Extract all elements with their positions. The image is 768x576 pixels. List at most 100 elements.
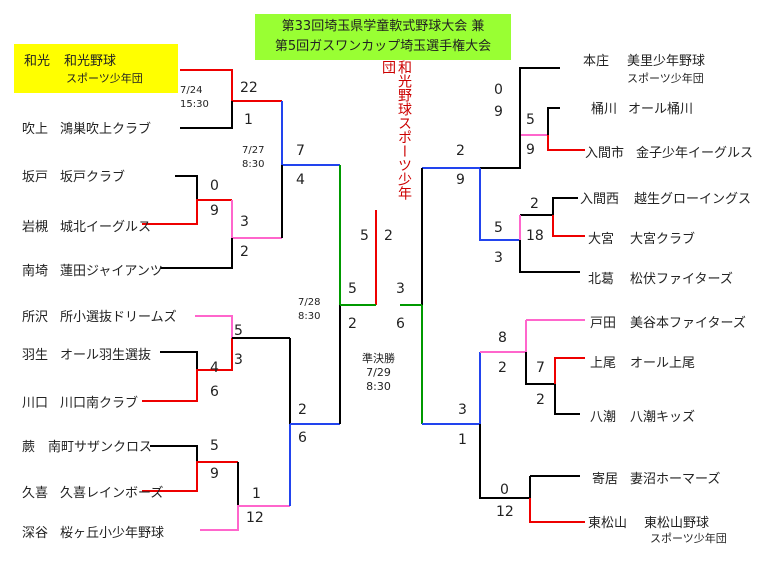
right-area-10: 寄居 [592, 472, 619, 487]
score: 2 [456, 143, 465, 159]
score: 2 [536, 392, 545, 408]
left-team-1-line2: スポーツ少年団 [66, 72, 143, 85]
tournament-title: 第33回埼玉県学童軟式野球大会 兼 第5回ガスワンカップ埼玉選手権大会 [255, 14, 511, 60]
score: 9 [210, 466, 219, 482]
score: 2 [498, 360, 507, 376]
score: 12 [246, 510, 264, 526]
left-area-7: 羽生 [22, 348, 49, 363]
winner-label: 和光野球スポーツ少年団 [380, 60, 412, 200]
left-team-6: 所小選抜ドリームズ [60, 310, 177, 325]
score: 0 [210, 178, 219, 194]
right-team-8: オール上尾 [630, 356, 696, 371]
right-team-6: 松伏ファイターズ [630, 272, 733, 287]
score: 3 [234, 352, 243, 368]
left-area-4: 岩槻 [22, 220, 49, 235]
score: 12 [496, 504, 514, 520]
left-area-5: 南埼 [22, 264, 49, 279]
score: 0 [494, 82, 503, 98]
right-team-9: 八潮キッズ [630, 410, 696, 425]
left-area-9: 蕨 [22, 440, 36, 455]
score: 3 [396, 281, 405, 297]
score: 2 [240, 244, 249, 260]
score: 1 [252, 486, 261, 502]
right-team-3: 金子少年イーグルス [636, 146, 754, 161]
left-area-10: 久喜 [22, 486, 49, 501]
score: 1 [244, 112, 253, 128]
score: 7 [536, 360, 545, 376]
score: 3 [458, 402, 467, 418]
right-area-3: 入間市 [585, 146, 625, 161]
left-team-8: 川口南クラブ [60, 396, 139, 411]
left-area-8: 川口 [22, 396, 49, 411]
left-area-1: 和光 [24, 54, 51, 69]
right-area-11: 東松山 [588, 516, 628, 531]
score: 5 [234, 323, 243, 339]
right-team-7: 美谷本ファイターズ [630, 316, 746, 331]
right-team-2: オール桶川 [628, 102, 694, 117]
winner-highlight [14, 44, 178, 93]
score: 6 [396, 316, 405, 332]
right-team-5: 大宮クラブ [630, 232, 696, 247]
score: 0 [500, 482, 509, 498]
left-team-1: 和光野球 [64, 54, 117, 69]
score: 5 [494, 220, 503, 236]
right-area-4: 入間西 [580, 192, 620, 207]
right-team-1: 美里少年野球 [627, 54, 706, 69]
right-team-1-line2: スポーツ少年団 [627, 72, 704, 85]
right-team-11-line2: スポーツ少年団 [650, 532, 727, 545]
left-team-7: オール羽生選抜 [60, 348, 152, 363]
left-area-3: 坂戸 [22, 170, 49, 185]
score: 4 [296, 172, 305, 188]
score: 6 [210, 384, 219, 400]
score: 2 [530, 196, 539, 212]
title-line2: 第5回ガスワンカップ埼玉選手権大会 [274, 39, 492, 54]
left-team-9: 南町サザンクロス [48, 440, 153, 455]
score: 9 [456, 172, 465, 188]
score: 5 [348, 281, 357, 297]
score: 5 [210, 438, 219, 454]
score: 6 [298, 430, 307, 446]
score: 1 [458, 432, 467, 448]
score: 9 [210, 203, 219, 219]
right-team-10: 妻沼ホーマーズ [630, 472, 721, 487]
line-l-wako [180, 69, 233, 101]
score: 5 [360, 228, 369, 244]
right-area-5: 大宮 [588, 232, 615, 247]
right-team-4: 越生グローイングス [634, 192, 752, 207]
score: 8 [498, 330, 507, 346]
left-team-5: 蓮田ジャイアンツ [60, 264, 163, 279]
left-area-6: 所沢 [22, 310, 49, 325]
score: 2 [298, 402, 307, 418]
score: 2 [348, 316, 357, 332]
score: 5 [526, 112, 535, 128]
score: 7 [296, 143, 305, 159]
line-l-fukiage [180, 101, 233, 129]
title-line1: 第33回埼玉県学童軟式野球大会 兼 [281, 19, 485, 34]
left-team-3: 坂戸クラブ [60, 170, 126, 185]
right-team-11: 東松山野球 [644, 516, 710, 531]
left-team-10: 久喜レインボーズ [60, 486, 164, 501]
score: 3 [494, 250, 503, 266]
right-area-7: 戸田 [590, 316, 617, 331]
left-team-11: 桜ヶ丘小少年野球 [60, 526, 165, 541]
score: 4 [210, 360, 219, 376]
right-area-6: 北葛 [588, 272, 615, 287]
left-area-2: 吹上 [22, 122, 49, 137]
right-area-2: 桶川 [591, 102, 618, 117]
right-area-8: 上尾 [590, 356, 617, 371]
left-area-11: 深谷 [22, 526, 49, 541]
score: 3 [240, 214, 249, 230]
score: 9 [494, 104, 503, 120]
left-team-2: 鴻巣吹上クラブ [60, 122, 152, 137]
right-area-9: 八潮 [590, 410, 617, 425]
score: 9 [526, 142, 535, 158]
right-area-1: 本庄 [583, 54, 610, 69]
score: 22 [240, 80, 258, 96]
score: 18 [526, 228, 544, 244]
score: 2 [384, 228, 393, 244]
